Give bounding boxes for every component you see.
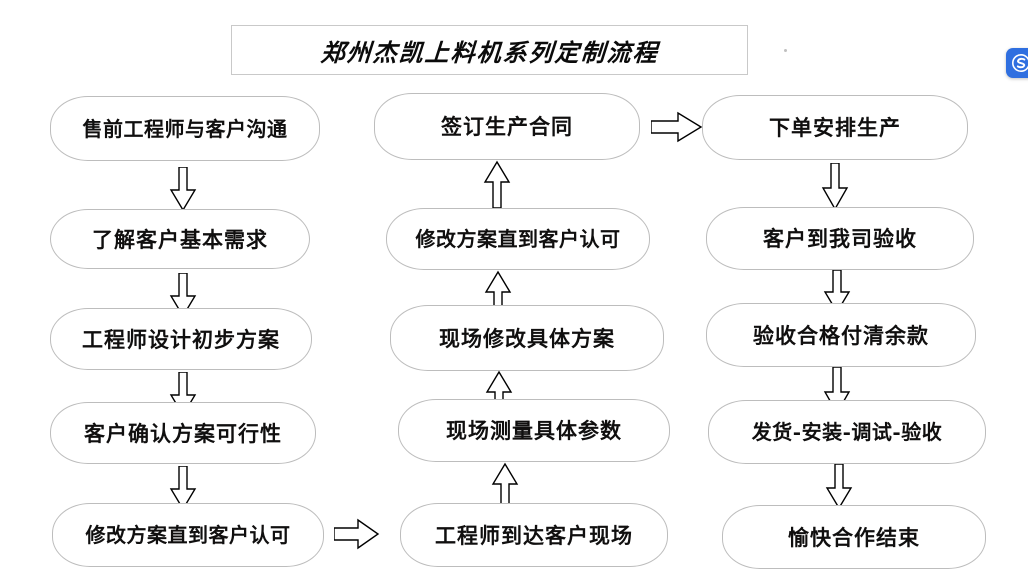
node-happy-cooperation-end[interactable]: 愉快合作结束 — [722, 505, 986, 569]
node-label: 工程师设计初步方案 — [82, 326, 280, 352]
node-label: 修改方案直到客户认可 — [85, 523, 291, 547]
node-label: 发货-安装-调试-验收 — [751, 420, 943, 444]
node-sign-production-contract[interactable]: 签订生产合同 — [374, 93, 640, 160]
node-revise-until-approved-col2[interactable]: 修改方案直到客户认可 — [386, 208, 650, 270]
node-label: 修改方案直到客户认可 — [415, 227, 621, 251]
arrow-right-col2-to-col3 — [651, 110, 703, 144]
node-onsite-revise-detailed-plan[interactable]: 现场修改具体方案 — [390, 305, 664, 371]
node-label: 现场测量具体参数 — [446, 418, 622, 443]
arrow-down-c3-2 — [822, 270, 852, 314]
diagram-title-box: 郑州杰凯上料机系列定制流程 — [231, 25, 748, 75]
node-label: 客户确认方案可行性 — [84, 420, 282, 446]
arrow-down-c1-4 — [168, 466, 198, 511]
arrow-down-c1-2 — [168, 273, 198, 318]
arrow-down-c3-4 — [824, 464, 854, 510]
arrow-down-c3-1 — [820, 163, 850, 211]
node-label: 售前工程师与客户沟通 — [82, 116, 288, 141]
node-customer-confirm-feasibility[interactable]: 客户确认方案可行性 — [50, 402, 316, 464]
node-label: 工程师到达客户现场 — [435, 522, 633, 548]
node-presale-engineer-communication[interactable]: 售前工程师与客户沟通 — [50, 96, 320, 161]
s-logo-badge-icon — [1006, 48, 1028, 78]
node-understand-basic-needs[interactable]: 了解客户基本需求 — [50, 209, 310, 269]
node-label: 愉快合作结束 — [788, 524, 920, 550]
stray-dot-artifact — [784, 49, 787, 52]
arrow-down-c1-1 — [168, 167, 198, 212]
node-revise-until-approved-col1[interactable]: 修改方案直到客户认可 — [52, 503, 324, 567]
node-place-order-arrange-production[interactable]: 下单安排生产 — [702, 95, 968, 160]
node-label: 下单安排生产 — [769, 115, 901, 140]
node-label: 验收合格付清余款 — [753, 322, 929, 348]
node-onsite-measure-parameters[interactable]: 现场测量具体参数 — [398, 399, 670, 462]
node-pay-balance-after-acceptance[interactable]: 验收合格付清余款 — [706, 303, 976, 367]
node-engineer-arrive-onsite[interactable]: 工程师到达客户现场 — [400, 503, 668, 567]
diagram-title: 郑州杰凯上料机系列定制流程 — [319, 37, 660, 67]
arrow-up-c2-1 — [482, 160, 512, 210]
node-ship-install-debug-accept[interactable]: 发货-安装-调试-验收 — [708, 400, 986, 464]
node-engineer-initial-design[interactable]: 工程师设计初步方案 — [50, 308, 312, 370]
arrow-right-col1-to-col2 — [334, 518, 380, 550]
node-label: 了解客户基本需求 — [92, 226, 268, 252]
node-label: 客户到我司验收 — [763, 226, 917, 251]
node-customer-inspection-at-factory[interactable]: 客户到我司验收 — [706, 207, 974, 270]
node-label: 签订生产合同 — [441, 114, 573, 139]
node-label: 现场修改具体方案 — [439, 325, 615, 351]
